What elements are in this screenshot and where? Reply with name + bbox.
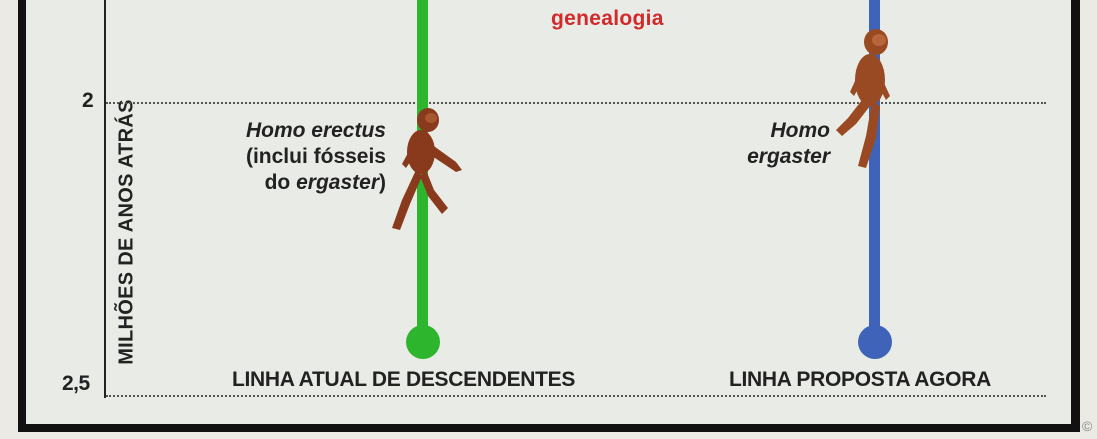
species-label-homo-erectus: Homo erectus (inclui fósseis do ergaster… bbox=[200, 118, 386, 196]
species-label-homo-ergaster: Homo ergaster bbox=[700, 118, 830, 170]
proposed-lineage-endpoint bbox=[858, 325, 892, 359]
current-lineage-caption: LINHA ATUAL DE DESCENDENTES bbox=[232, 368, 576, 391]
walking-hominid-icon bbox=[836, 29, 890, 168]
walking-hominid-icon bbox=[392, 108, 462, 230]
species-note: (inclui fósseis bbox=[245, 145, 386, 168]
proposed-lineage-bar bbox=[869, 0, 880, 332]
species-name: Homo erectus bbox=[245, 119, 386, 142]
tick-label-2: 2 bbox=[82, 89, 94, 112]
reference-line-2-5 bbox=[106, 395, 1046, 397]
copyright-mark: © bbox=[1082, 418, 1093, 434]
axis-title: MILHÕES DE ANOS ATRÁS bbox=[115, 99, 138, 365]
header-title: genealogia bbox=[551, 7, 664, 30]
proposed-lineage-caption: LINHA PROPOSTA AGORA bbox=[729, 368, 991, 391]
species-name-line2: ergaster bbox=[747, 145, 830, 168]
diagram-panel bbox=[26, 0, 1071, 424]
species-name: Homo bbox=[770, 119, 831, 142]
reference-line-2 bbox=[106, 102, 1046, 104]
current-lineage-endpoint bbox=[406, 325, 440, 359]
tick-label-2-5: 2,5 bbox=[62, 372, 90, 395]
time-axis-line bbox=[104, 0, 106, 398]
species-note-line3: do ergaster) bbox=[264, 171, 386, 194]
